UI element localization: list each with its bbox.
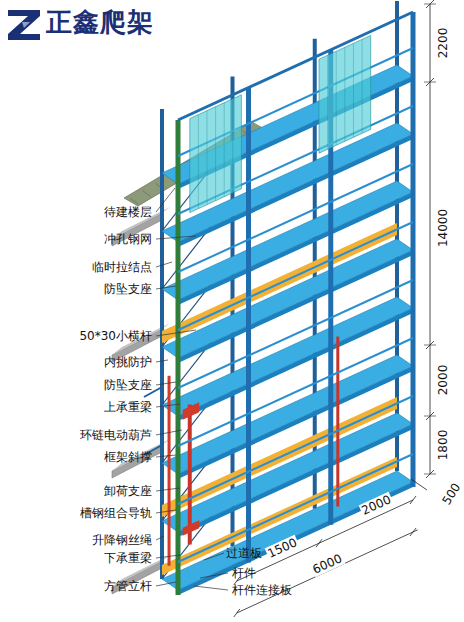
part-label: 防坠支座 [104,378,152,392]
dimension-label: 500 [438,480,463,509]
front-post [176,120,181,595]
dimension-tick [234,609,240,617]
walk-platform [162,239,413,358]
part-label: 升降钢丝绳 [92,533,152,547]
dimension-label: 6000 [309,551,344,577]
dimension-tick [424,416,436,417]
walk-platform [162,413,413,532]
part-label: 卸荷支座 [104,484,152,498]
guard-rail [178,396,413,504]
mesh-line [224,103,225,197]
part-label: 环链电动葫芦 [80,428,152,442]
dimension-line [237,500,413,581]
leader-line [156,430,182,435]
top-rail [178,12,413,120]
part-label: 杆件 [232,566,256,580]
part-label: 框架斜撑 [104,450,152,464]
dimension-label: 14000 [436,208,450,248]
chain-hoist [188,405,192,545]
guard-rail [178,454,413,562]
lower-beam [183,520,200,536]
dimension-label: 50*30小横杆 [79,329,152,343]
leader-line [156,382,176,385]
leader-line [194,586,228,590]
dimension-tick [424,474,436,475]
front-post [246,88,251,563]
walk-platform [162,471,413,590]
leader-line [156,188,175,212]
dimension-line [411,479,427,490]
mesh-line [362,39,363,133]
part-label: 上承重梁 [104,400,152,414]
part-label: 方管立杆 [104,579,152,593]
part-label: 杆件连接板 [232,583,292,597]
dimension-tick [410,496,416,504]
leader-line [156,360,168,362]
leader-line [156,404,180,407]
mesh-line [232,99,233,193]
logo-icon [8,10,40,40]
part-label: 冲孔钢网 [104,232,152,246]
dimension-tick [424,345,436,346]
upper-beam [183,402,200,420]
leader-line [156,286,176,289]
floor-hatch [130,198,138,204]
part-label: 待建楼层 [104,205,152,219]
dimension-tick [410,528,416,536]
dimension-tick [424,82,436,83]
part-label: 防坠支座 [104,282,152,296]
mesh-line [336,51,337,145]
leader-line [156,582,176,586]
dimension-line [237,530,418,613]
leader-line [156,262,172,267]
part-label: 过道板 [226,546,262,560]
walk-platform [162,355,413,474]
part-label: 临时拉结点 [92,260,152,274]
leader-line [204,553,224,560]
mesh-line [344,47,345,141]
leader-line [156,488,180,491]
part-label: 槽钢组合导轨 [80,506,152,520]
floor-hatch [143,191,151,197]
front-post [411,12,416,487]
dimension-label: 2000 [436,364,450,397]
leader-line [156,236,196,239]
mesh-line [353,43,354,137]
walk-platform [162,297,413,416]
guard-rail [178,338,413,446]
mesh-line [206,111,207,205]
guard-rail [178,222,413,330]
mesh-line [198,115,199,209]
guard-rail [178,280,413,388]
leader-line [156,510,176,513]
leader-line [156,455,176,457]
leader-line [200,573,228,578]
mesh-line [327,55,328,149]
dimension-tick [424,4,436,5]
leader-line [156,555,180,558]
dimension-line [430,4,431,474]
wire-rope [336,337,339,507]
dimension-label: 1800 [436,429,450,462]
brand-title: 正鑫爬架 [46,6,154,38]
dimension-label: 2200 [436,27,450,60]
leader-line [156,330,196,336]
mesh-line [215,107,216,201]
wire-rope [168,376,171,566]
part-label: 内挑防护 [104,355,152,369]
part-label: 下承重梁 [104,551,152,565]
leader-line [156,536,164,540]
dimension-tick [316,539,322,547]
